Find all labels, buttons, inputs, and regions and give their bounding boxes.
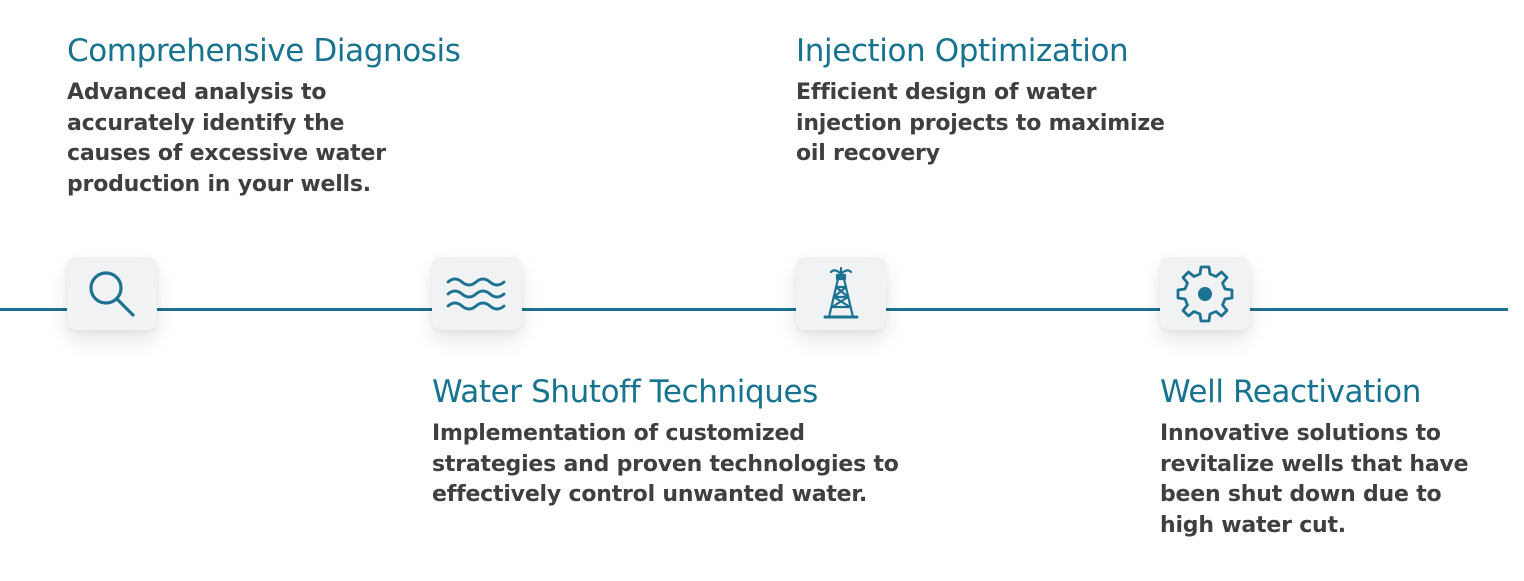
step-title: Injection Optimization (796, 33, 1129, 69)
magnifier-icon-card (67, 257, 157, 330)
oil-derrick-icon-card (796, 257, 886, 330)
step-water-shutoff-techniques: Water Shutoff Techniques Implementation … (432, 373, 902, 511)
timeline-line (0, 308, 1508, 311)
gear-icon-card (1160, 257, 1250, 330)
oil-derrick-icon (823, 266, 859, 318)
water-waves-icon-card (432, 257, 522, 330)
water-waves-icon (446, 277, 506, 310)
step-comprehensive-diagnosis: Comprehensive Diagnosis Advanced analysi… (67, 32, 461, 200)
magnifier-icon (89, 270, 135, 317)
step-description: Efficient design of water injection proj… (796, 80, 1165, 166)
step-title: Comprehensive Diagnosis (67, 33, 461, 69)
step-description: Innovative solutions to revitalize wells… (1160, 421, 1469, 538)
step-description: Advanced analysis to accurately identify… (67, 80, 386, 197)
step-injection-optimization: Injection Optimization Efficient design … (796, 32, 1166, 170)
step-title: Water Shutoff Techniques (432, 374, 818, 410)
step-title: Well Reactivation (1160, 374, 1421, 410)
step-well-reactivation: Well Reactivation Innovative solutions t… (1160, 373, 1480, 541)
gear-icon (1176, 265, 1234, 322)
step-description: Implementation of customized strategies … (432, 421, 899, 507)
